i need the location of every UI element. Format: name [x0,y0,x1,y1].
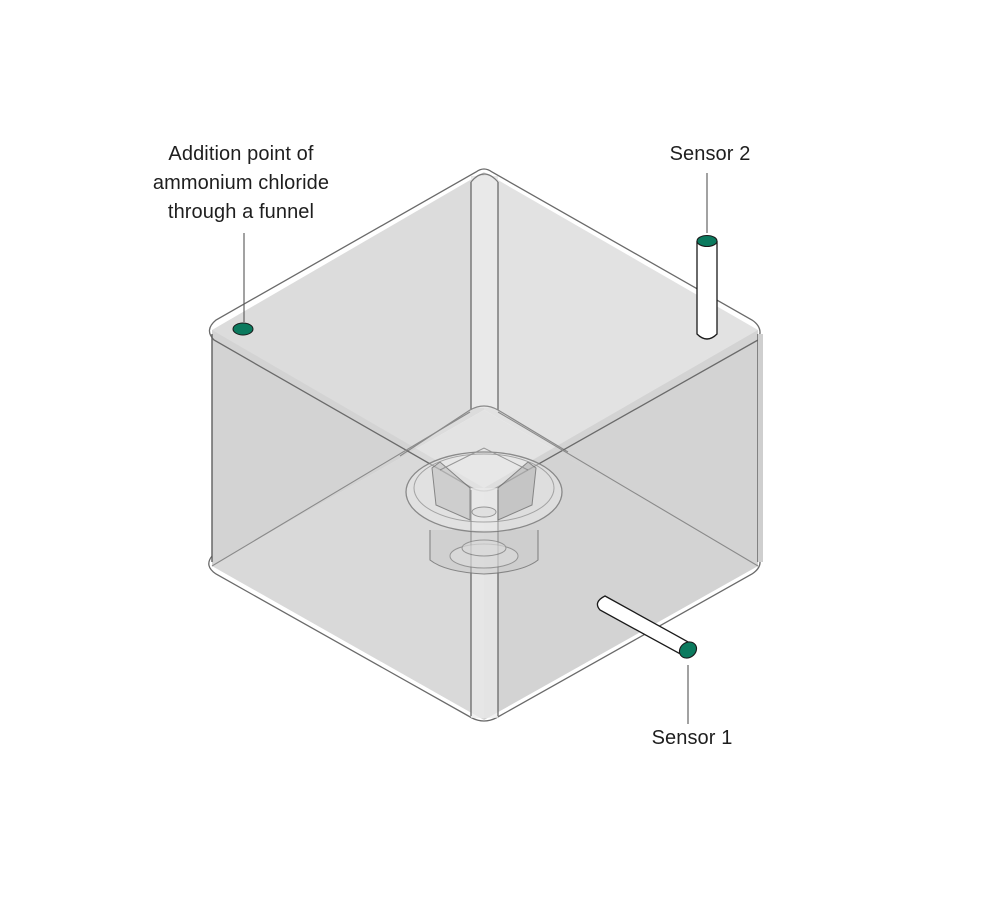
addition-label-line-3: through a funnel [167,201,315,223]
sensor2-label: Sensor 2 [669,143,751,165]
impeller-icon [405,447,563,575]
sensor1-label: Sensor 1 [651,727,733,749]
addition-point-marker [232,233,254,336]
funnel-dot-icon [232,322,254,336]
front-right-face [484,330,758,720]
sensor2-rod [696,173,718,340]
sensor1-rod [596,595,698,724]
sensor1-cap-icon [678,641,698,659]
addition-point-label: Addition point of ammonium chloride thro… [131,140,351,227]
back-right-wall [484,172,758,566]
addition-label-line-2: ammonium chloride [152,172,330,194]
addition-label-line-1: Addition point of [168,143,314,165]
sensor2-cap-icon [696,234,718,248]
back-left-wall [212,172,484,566]
front-left-face [212,330,484,720]
